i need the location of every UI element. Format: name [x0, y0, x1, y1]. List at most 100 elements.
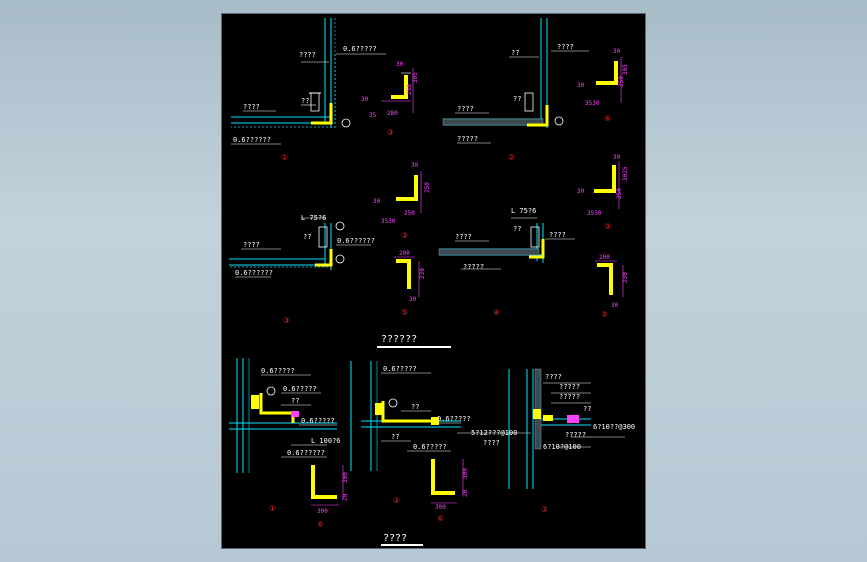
l1-number: ①: [269, 504, 276, 513]
l2-sub-dim-1: 300: [462, 468, 469, 479]
lower-detail-3: ???? ????? ????? ?? ????? 6?10??@300 6?1…: [508, 368, 635, 514]
detail-c-right: 200 230 30 ⑤: [595, 254, 629, 319]
detail-c-right-number: ⑤: [601, 310, 608, 319]
detail-b-right-dim-4: 30: [577, 188, 585, 195]
lower-sub-detail-1: 300 300 20 ⑥: [311, 465, 349, 529]
l3-label-6: 6?10?@100: [543, 443, 581, 451]
l1-label-3: 0.6?????: [301, 417, 335, 425]
d2-label-3: ??: [513, 95, 521, 103]
l2-number: ②: [393, 496, 400, 505]
detail-a-right-dim-2: 250: [618, 76, 625, 87]
cad-drawing: ???? 0.6????? ?? ???? 0.6?????? ① 30 305…: [229, 18, 635, 546]
l1-label-0: 0.6?????: [261, 367, 295, 375]
upper-sheet-title: ??????: [377, 334, 451, 348]
detail-a-left-dim-2: 250: [406, 84, 413, 95]
detail-a-left: 30 305 250 280 30 35 ③: [361, 61, 419, 137]
l2-sub-number: ⑥: [437, 514, 444, 523]
d4-label-4: ?????: [463, 263, 484, 271]
l1-sub-number: ⑥: [317, 520, 324, 529]
d4-label-3: ????: [549, 231, 566, 239]
detail-a-left-dim-0: 30: [396, 61, 404, 68]
d3-number: ③: [283, 316, 290, 325]
lower-detail-2: 0.6????? ?? ?? 0.6????? 0.6????? ②: [350, 361, 471, 505]
detail-b-right-dim-1: 3025: [622, 166, 629, 181]
d2-label-1: ????: [557, 43, 574, 51]
detail-c-left-number: ⑤: [401, 308, 408, 317]
upper-detail-1: ???? 0.6????? ?? ???? 0.6?????? ①: [231, 18, 386, 162]
detail-b-right-top: 30 3025 250 3530 30 ③: [577, 154, 629, 231]
detail-a-right-number: ④: [604, 114, 611, 123]
detail-b-right-dim-0: 30: [613, 154, 621, 161]
detail-c-right-dim-1: 230: [622, 272, 629, 283]
upper-detail-3: L 75?6 ?? ???? 0.6?????? 0.6?????? ③: [229, 214, 375, 325]
lower-sheet-title: ????: [381, 533, 423, 546]
lower-title-text: ????: [383, 533, 407, 544]
upper-detail-2: ?? ???? ???? ?? ????? ②: [442, 18, 589, 162]
d2-label-2: ????: [457, 105, 474, 113]
l3-label-3: ??: [583, 405, 591, 413]
d3-label-0: L 75?6: [301, 214, 326, 222]
d3-label-1: ??: [303, 233, 311, 241]
d1-label-3: ????: [243, 103, 260, 111]
l1-label-1: 0.6?????: [283, 385, 317, 393]
upper-title-text: ??????: [381, 334, 417, 345]
detail-b-left-dim-1: 250: [424, 182, 431, 193]
l2-label-3: 0.6?????: [437, 415, 471, 423]
d3-label-2: ????: [243, 241, 260, 249]
lower-sub-detail-2: 300 300 20 ⑥: [431, 459, 469, 523]
d1-number: ①: [281, 153, 288, 162]
detail-a-right-dim-4: 30: [577, 82, 585, 89]
l3-label-4: ?????: [565, 431, 586, 439]
detail-b-left-top: 30 250 250 3530 30 ③: [373, 162, 431, 240]
detail-a-left-dim-5: 35: [369, 112, 377, 119]
l2-label-0: 0.6?????: [383, 365, 417, 373]
d4-label-2: ????: [455, 233, 472, 241]
detail-b-left-dim-3: 3530: [381, 218, 396, 225]
detail-b-left-dim-2: 250: [404, 210, 415, 217]
d3-label-3: 0.6??????: [337, 237, 375, 245]
l2-label-4: 0.6?????: [413, 443, 447, 451]
lower-detail-1: 0.6????? 0.6????? ?? 0.6????? L 100?6 0.…: [229, 358, 341, 513]
l2-sub-dim-0: 300: [435, 504, 446, 511]
detail-a-left-dim-3: 280: [387, 110, 398, 117]
d4-number: ④: [493, 308, 500, 317]
d4-label-0: L 75?6: [511, 207, 536, 215]
l3-label-0: ????: [545, 373, 562, 381]
d1-label-2: ??: [301, 97, 309, 105]
detail-c-left-dim-0: 200: [399, 250, 410, 257]
middle-note: 5?12???@100 ????: [457, 429, 531, 447]
upper-detail-4: L 75?6 ?? ???? ???? ????? ④: [438, 207, 575, 317]
detail-c-left-dim-2: 30: [409, 296, 417, 303]
l2-label-1: ??: [411, 403, 419, 411]
middle-note-line-1: ????: [483, 439, 500, 447]
detail-c-right-dim-2: 30: [611, 302, 619, 309]
l1-label-2: ??: [291, 397, 299, 405]
detail-a-left-dim-1: 305: [412, 72, 419, 83]
l3-label-2: ?????: [559, 393, 580, 401]
detail-c-left-dim-1: 230: [419, 268, 426, 279]
l3-number: ③: [541, 505, 548, 514]
l1-sub-dim-1: 300: [342, 472, 349, 483]
l3-label-5: 6?10??@300: [593, 423, 635, 431]
d1-label-0: ????: [299, 51, 316, 59]
detail-a-right-dim-3: 3530: [585, 100, 600, 107]
l1-label-4: L 100?6: [311, 437, 341, 445]
l1-sub-dim-2: 20: [342, 493, 349, 501]
l2-label-2: ??: [391, 433, 399, 441]
detail-b-left-number: ③: [401, 231, 408, 240]
d2-label-4: ?????: [457, 135, 478, 143]
detail-b-left-dim-4: 30: [373, 198, 381, 205]
detail-a-left-dim-4: 30: [361, 96, 369, 103]
detail-b-right-dim-3: 3530: [587, 210, 602, 217]
detail-b-left-dim-0: 30: [411, 162, 419, 169]
middle-note-line-0: 5?12???@100: [471, 429, 517, 437]
d4-label-1: ??: [513, 225, 521, 233]
l2-sub-dim-2: 20: [462, 489, 469, 497]
detail-c-left: 200 230 30 ⑤: [393, 250, 426, 317]
d2-label-0: ??: [511, 49, 519, 57]
l3-label-1: ?????: [559, 383, 580, 391]
d1-label-1: 0.6?????: [343, 45, 377, 53]
detail-b-right-dim-2: 250: [616, 188, 623, 199]
d1-label-4: 0.6??????: [233, 136, 271, 144]
detail-c-right-dim-0: 200: [599, 254, 610, 261]
